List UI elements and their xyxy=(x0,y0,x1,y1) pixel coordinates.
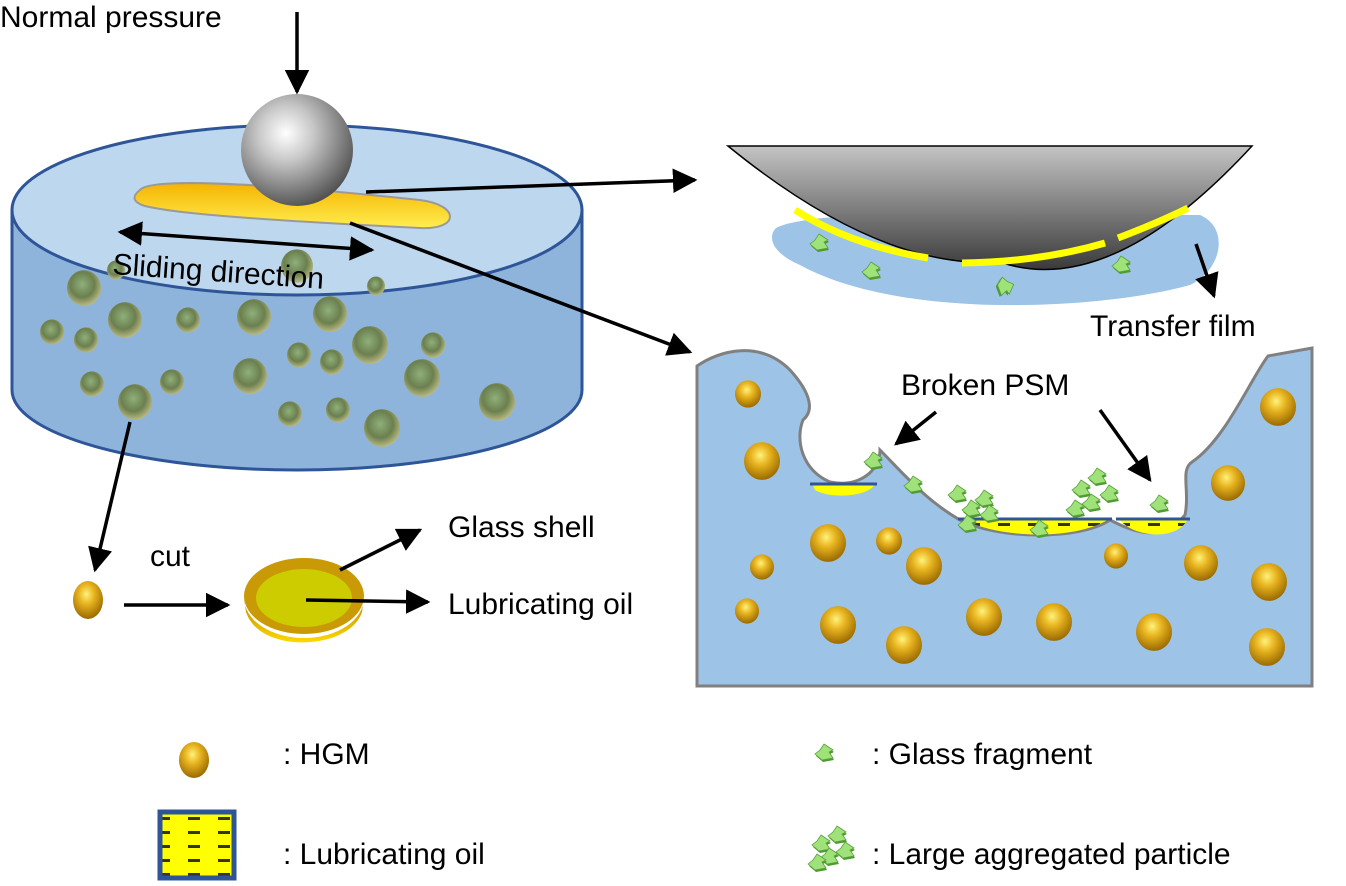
hgm-particle xyxy=(479,383,515,421)
broken-psm-label: Broken PSM xyxy=(901,369,1069,402)
hgm-particle xyxy=(108,302,142,338)
hgm-particle xyxy=(118,384,152,420)
disc-specimen xyxy=(10,94,584,472)
glass-fragment xyxy=(1149,494,1170,514)
single-hgm xyxy=(73,581,103,619)
hgm-particle xyxy=(364,409,400,447)
hgm-particle xyxy=(876,527,902,555)
glass-shell-label: Glass shell xyxy=(448,511,595,544)
legend-item-hgm: : HGM xyxy=(179,738,370,778)
legend-text: : Glass fragment xyxy=(872,738,1093,771)
cut-label: cut xyxy=(150,540,191,573)
hgm-particle xyxy=(160,369,184,395)
broken-psm-arrow-right xyxy=(1098,408,1152,482)
glass-shell-arrow xyxy=(339,528,423,572)
hgm-particle xyxy=(744,442,780,480)
hgm-particle xyxy=(966,598,1002,636)
legend: : HGM : Lubricating oil : Glass fragment… xyxy=(157,738,1231,881)
oil-pool xyxy=(812,483,875,496)
transfer-film-label: Transfer film xyxy=(1090,310,1256,343)
legend-text: : HGM xyxy=(283,738,370,771)
hgm-particle xyxy=(820,606,856,644)
lubricating-oil-label: Lubricating oil xyxy=(448,588,633,621)
hgm-cut-illustration: cut Glass shell Lubricating oil xyxy=(73,511,633,643)
oil-swatch-icon xyxy=(157,809,237,881)
hgm-particle xyxy=(1260,388,1296,426)
broken-psm-arrow-left xyxy=(894,410,938,446)
hgm-particle xyxy=(750,554,774,580)
hgm-particle xyxy=(421,332,445,358)
hgm-particle xyxy=(1184,545,1218,581)
hgm-particle xyxy=(735,598,759,624)
hgm-particle xyxy=(1036,603,1072,641)
hgm-particle xyxy=(1251,563,1287,601)
hgm-particle xyxy=(107,260,125,280)
legend-item-aggregated-particle: : Large aggregated particle xyxy=(807,825,1231,873)
oil-film-segment xyxy=(1116,204,1190,242)
aggregated-particle xyxy=(1065,467,1120,519)
arrow-to-hgm xyxy=(88,421,132,573)
hgm-particle xyxy=(1211,465,1245,501)
hgm-particle xyxy=(906,547,942,585)
hgm-particle xyxy=(404,359,440,397)
oil-pool xyxy=(1118,518,1188,535)
hgm-particle xyxy=(74,327,98,353)
hgm-particle xyxy=(278,401,302,427)
hgm-particle xyxy=(176,307,200,333)
aggregated-particle-icon xyxy=(807,825,856,873)
worn-matrix xyxy=(695,346,1314,688)
hgm-particle xyxy=(237,299,271,335)
steel-ball xyxy=(241,94,353,206)
hgm-particle xyxy=(313,296,347,332)
hgm-particle xyxy=(810,524,846,562)
legend-text: : Lubricating oil xyxy=(283,838,485,871)
oil-core xyxy=(256,569,352,627)
normal-pressure-label: Normal pressure xyxy=(0,1,222,34)
hgm-particle xyxy=(320,349,344,375)
lubricating-oil-arrow xyxy=(305,589,431,614)
worn-surface-cross-section: Broken PSM xyxy=(695,346,1314,688)
hgm-particle xyxy=(1136,613,1172,651)
hgm-particle xyxy=(40,319,64,345)
legend-item-glass-fragment: : Glass fragment xyxy=(814,738,1093,771)
transfer-film-arrow xyxy=(1194,243,1219,299)
oil-film-segment xyxy=(793,207,929,262)
hgm-particle xyxy=(1104,543,1128,569)
hgm-particle xyxy=(735,380,761,408)
arrow-to-ball-closeup xyxy=(365,168,698,194)
hgm-particle xyxy=(326,397,350,423)
legend-item-lubricating-oil: : Lubricating oil xyxy=(157,809,485,881)
hgm-particle xyxy=(352,326,388,364)
ball-transfer-film-closeup: Transfer film xyxy=(725,145,1256,343)
legend-text: : Large aggregated particle xyxy=(872,838,1231,871)
hgm-particle xyxy=(367,276,385,296)
hgm-particle xyxy=(1249,628,1285,666)
hgm-particle xyxy=(80,371,104,397)
oil-film-segment xyxy=(961,239,1106,267)
hgm-particle xyxy=(287,342,311,368)
hgm-particle xyxy=(67,270,101,306)
hgm-particle xyxy=(233,358,267,394)
embedded-hgm-particles xyxy=(40,249,515,447)
sliding-direction-arrow xyxy=(117,221,375,261)
glass-fragment-icon xyxy=(814,743,835,763)
matrix-hgm-particles xyxy=(735,380,1296,666)
hgm-icon xyxy=(179,742,209,778)
arrow-to-worn-surface xyxy=(349,221,693,356)
hgm-particle xyxy=(886,626,922,664)
